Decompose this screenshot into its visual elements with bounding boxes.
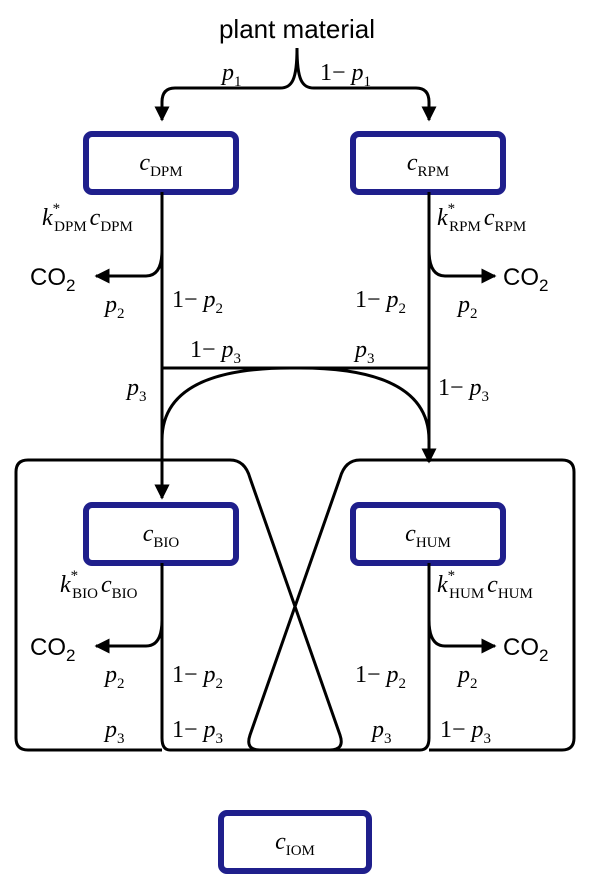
rpm-to-bio-flow (154, 366, 429, 500)
hum-co2-arrow (427, 619, 497, 654)
hum-co2-label: CO2 (503, 634, 548, 665)
split-left-fraction: p1 (220, 60, 242, 90)
bio-p3-label: p3 (103, 717, 125, 747)
flow-to-rpm (295, 47, 437, 122)
flow-to-dpm (154, 47, 299, 122)
rpm-one-minus-p3-label: 1− p3 (438, 375, 489, 405)
bio-pool-label: cBIO (143, 521, 180, 551)
hum-one-minus-p2-label: 1− p2 (355, 662, 406, 692)
source-label: plant material (219, 14, 375, 44)
hum-p3-label: p3 (370, 717, 392, 747)
bio-recycling-frame (14, 458, 343, 752)
hum-p2-label: p2 (456, 662, 478, 692)
dpm-pool-label: cDPM (139, 150, 182, 180)
rpm-p2-label: p2 (456, 292, 478, 322)
rpm-pool-box (350, 131, 506, 195)
rpm-p3-label: p3 (353, 337, 375, 367)
bio-one-minus-p2-label: 1− p2 (172, 662, 223, 692)
dpm-one-minus-p3-label: 1− p3 (190, 337, 241, 367)
dpm-one-minus-p2-label: 1− p2 (172, 287, 223, 317)
dpm-pool-box (83, 131, 239, 195)
bio-pool-box (83, 502, 239, 566)
iom-pool-label: cIOM (275, 829, 315, 859)
bio-co2-label: CO2 (30, 634, 75, 665)
split-right-fraction: 1− p1 (320, 60, 371, 90)
hum-pool-box (350, 502, 506, 566)
bio-co2-arrow (94, 619, 164, 654)
dpm-p2-label: p2 (103, 292, 125, 322)
rpm-one-minus-p2-label: 1− p2 (355, 287, 406, 317)
hum-recycling-frame (247, 458, 576, 752)
bio-one-minus-p3-label: 1− p3 (172, 717, 223, 747)
dpm-p3-label: p3 (125, 375, 147, 405)
dpm-co2-label: CO2 (30, 264, 75, 295)
bio-p2-label: p2 (103, 662, 125, 692)
iom-pool-box (218, 810, 372, 874)
hum-one-minus-p3-label: 1− p3 (440, 717, 491, 747)
dpm-co2-arrow (94, 249, 164, 284)
hum-pool-label: cHUM (405, 521, 451, 551)
rpm-co2-arrow (427, 249, 497, 284)
rpm-pool-label: cRPM (407, 150, 449, 180)
rpm-co2-label: CO2 (503, 264, 548, 295)
